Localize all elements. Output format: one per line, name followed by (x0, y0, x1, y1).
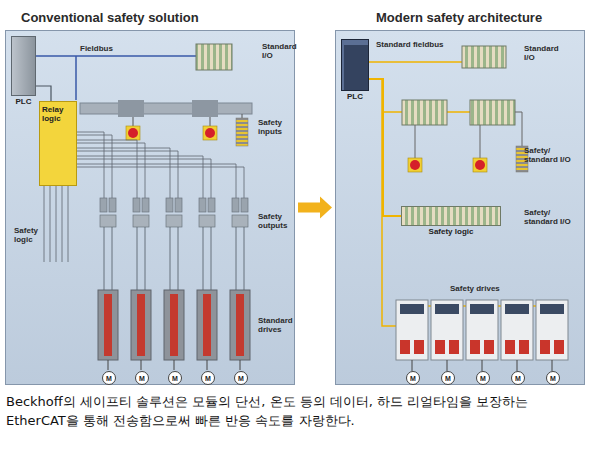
motor-label: M (238, 375, 244, 382)
safety-drive (431, 300, 463, 371)
node-label: Safety logic (429, 227, 474, 236)
motor-circle: M (102, 371, 116, 385)
safety-drive (466, 300, 498, 371)
motor-label: M (550, 375, 556, 382)
cable-duct (80, 103, 252, 114)
estop-base (473, 158, 487, 172)
safety-drive (501, 300, 533, 371)
estop-button (205, 128, 215, 138)
motor-label: M (480, 375, 486, 382)
part-label: Standard I/O (524, 44, 564, 62)
motor-circle: M (168, 371, 182, 385)
motor-circle: M (135, 371, 149, 385)
motor-label: M (139, 375, 145, 382)
motor-circle: M (406, 371, 420, 385)
caption: Beckhoff의 세이프티 솔루션은 모듈의 단선, 온도 등의 데이터, 하… (6, 392, 584, 430)
estop-base (126, 126, 140, 140)
connector (298, 197, 332, 219)
io-module (402, 100, 447, 125)
motor-label: M (172, 375, 178, 382)
part-label: Standard I/O (262, 42, 302, 60)
safety-logic-module: Safety logic (401, 206, 501, 226)
io-module (196, 44, 232, 70)
relay-logic-box: Relay logic (39, 101, 77, 186)
estop-button (410, 160, 420, 170)
motor-label: M (445, 375, 451, 382)
part-label: Safety/ standard I/O (524, 208, 578, 226)
part-label: Standard fieldbus (376, 40, 444, 49)
part-label: Fieldbus (80, 44, 113, 53)
duct-block (192, 100, 218, 117)
estop-base (203, 126, 217, 140)
terminal-block (236, 118, 248, 146)
plc-box: PLC (11, 36, 36, 96)
estop-button (475, 160, 485, 170)
plc-box: PLC (341, 39, 369, 91)
duct-block (118, 100, 144, 117)
node-label: PLC (347, 92, 363, 101)
io-module (462, 46, 506, 68)
part-label: Standard drives (258, 316, 298, 334)
part-label: Safety outputs (258, 212, 298, 230)
motor-label: M (515, 375, 521, 382)
motor-label: M (205, 375, 211, 382)
part-label: Safety inputs (258, 118, 296, 136)
io-module (470, 100, 515, 125)
node-label: Relay logic (40, 102, 76, 126)
safety-drive (396, 300, 428, 371)
safety-drive (536, 300, 568, 371)
estop-button (128, 128, 138, 138)
node-label: PLC (16, 97, 32, 106)
estop-base (408, 158, 422, 172)
motor-circle: M (441, 371, 455, 385)
motor-circle: M (234, 371, 248, 385)
motor-circle: M (546, 371, 560, 385)
panel-title: Modern safety architecture (376, 10, 542, 25)
flow-arrow (298, 197, 332, 219)
motor-label: M (106, 375, 112, 382)
part-label: Safety/ standard I/O (524, 146, 578, 164)
motor-circle: M (201, 371, 215, 385)
part-label: Safety logic (14, 226, 48, 244)
part-label: Safety drives (450, 284, 500, 293)
motor-label: M (410, 375, 416, 382)
panel-title: Conventional safety solution (21, 10, 199, 25)
motor-circle: M (511, 371, 525, 385)
motor-circle: M (476, 371, 490, 385)
